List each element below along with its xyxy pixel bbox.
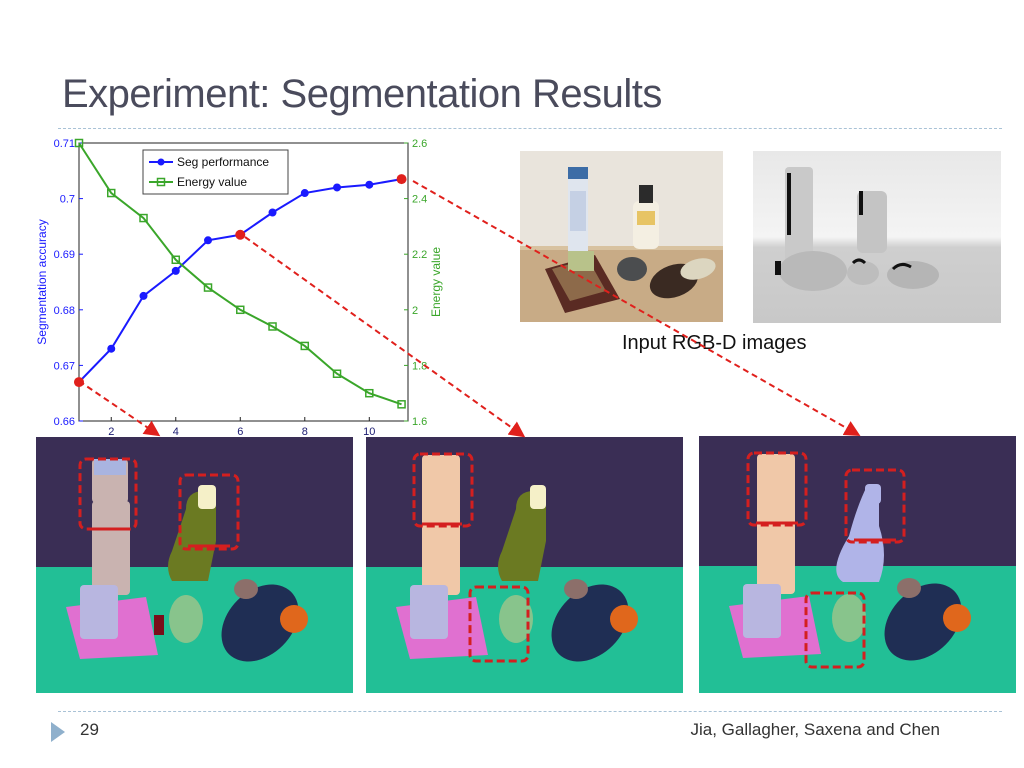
seg-performance-point — [139, 291, 148, 300]
highlighted-point — [396, 174, 407, 185]
energy-value-point — [203, 283, 213, 292]
author-credit: Jia, Gallagher, Saxena and Chen — [690, 720, 940, 739]
segmentation-result-iteration-1 — [36, 437, 353, 693]
energy-value-point — [74, 138, 84, 148]
seg-performance-point — [171, 266, 180, 275]
left-y-tick-label: 0.66 — [54, 416, 75, 428]
left-y-tick-label: 0.67 — [54, 360, 75, 372]
right-y-tick-label: 2.6 — [412, 138, 427, 150]
highlighted-point — [235, 229, 246, 240]
title-divider — [58, 128, 1002, 129]
left-y-tick-label: 0.69 — [54, 249, 75, 261]
legend-label: Seg performance — [177, 155, 269, 169]
highlighted-point — [74, 377, 84, 388]
right-axis-label: Energy value — [429, 247, 443, 317]
right-y-tick-label: 2.4 — [412, 194, 427, 206]
segmentation-result-iteration-11 — [699, 436, 1016, 693]
legend-marker-square — [156, 177, 166, 187]
rgb-input-image — [520, 151, 723, 322]
left-axis-label: Segmentation accuracy — [35, 219, 49, 344]
seg-performance-point — [300, 189, 309, 198]
energy-value-point — [139, 213, 148, 223]
slide-title: Experiment: Segmentation Results — [62, 72, 662, 116]
seg-performance-point — [333, 183, 342, 192]
footer-divider — [58, 711, 1002, 712]
right-y-tick-label: 2 — [412, 305, 418, 317]
depth-input-image — [753, 151, 1001, 323]
left-y-tick-label: 0.68 — [54, 305, 75, 317]
seg-performance-point — [365, 180, 374, 189]
energy-value-point — [107, 188, 116, 198]
energy-value-point — [236, 305, 245, 315]
seg-performance-point — [107, 344, 116, 353]
page-number: 29 — [80, 720, 99, 739]
x-tick-label: 4 — [173, 426, 179, 438]
right-y-tick-label: 2.2 — [412, 249, 427, 261]
seg-performance-point — [268, 208, 277, 217]
seg-performance-point — [204, 236, 213, 245]
legend-box — [142, 149, 289, 195]
triangle-right-icon — [51, 722, 65, 742]
legend-label: Energy value — [177, 175, 247, 189]
right-y-tick-label: 1.8 — [412, 360, 427, 372]
x-tick-label: 6 — [237, 426, 243, 438]
segmentation-result-iteration-6 — [366, 437, 683, 693]
left-y-tick-label: 0.7 — [60, 194, 75, 206]
series-line-seg-performance — [78, 178, 402, 383]
legend-marker-circle — [157, 158, 165, 166]
input-images-caption: Input RGB-D images — [622, 332, 807, 354]
right-y-tick-label: 1.6 — [412, 416, 427, 428]
energy-value-point — [171, 255, 181, 265]
left-y-tick-label: 0.71 — [54, 138, 75, 150]
